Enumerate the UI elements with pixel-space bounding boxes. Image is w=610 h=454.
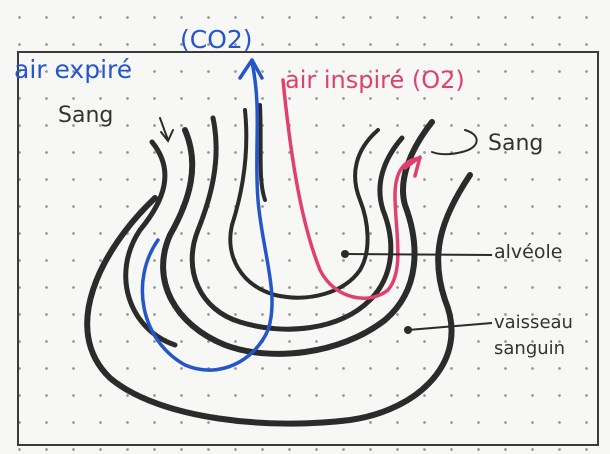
- label-air-inspire: air inspiré (O2): [285, 66, 465, 94]
- label-sanguin: sanguin: [494, 338, 565, 359]
- alveolus-membrane: [230, 110, 378, 298]
- blood-vessel-inner-right: [260, 105, 265, 200]
- label-co2: (CO2): [180, 25, 253, 54]
- blood-in-arrow: [160, 118, 173, 141]
- label-sang-in: Sang: [58, 103, 113, 128]
- blood-out-arrow: [432, 130, 477, 154]
- label-air-expire: air expiré: [14, 55, 132, 84]
- label-vaisseau: vaisseau: [494, 312, 573, 333]
- alveole-leader-line: [345, 254, 492, 255]
- label-sang-out: Sang: [488, 131, 543, 156]
- expired-air-arrowhead: [240, 60, 262, 78]
- blood-vessel-outline: [87, 175, 470, 424]
- inspired-air-arrow: [283, 80, 420, 298]
- label-alveole: alvéole: [494, 241, 562, 263]
